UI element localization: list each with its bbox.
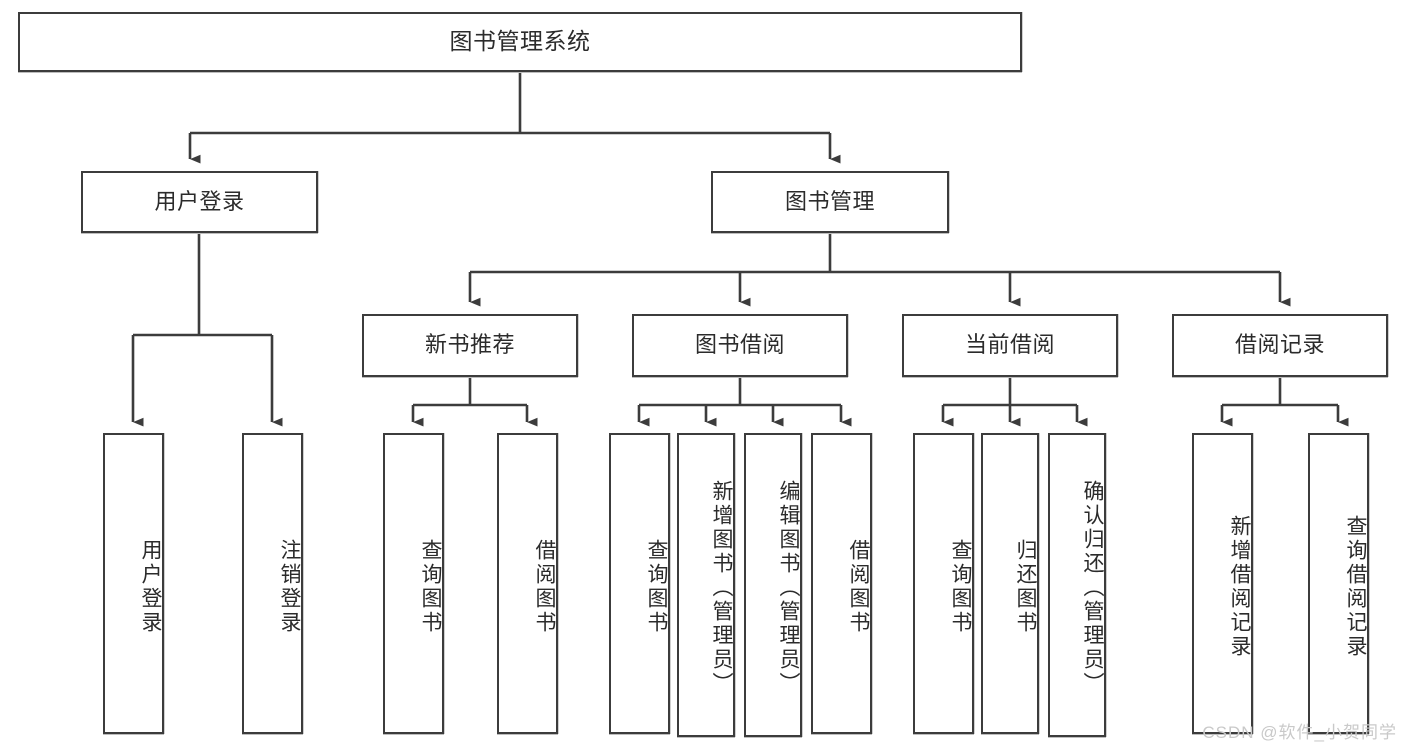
- node-label: 图书管理系统: [449, 28, 591, 55]
- node-root-system[interactable]: 图书管理系统: [18, 12, 1022, 72]
- node-label: 借阅图书: [847, 538, 870, 635]
- node-leaf-query-book-3[interactable]: 查询图书: [913, 433, 974, 734]
- node-label: 查询图书: [419, 538, 442, 635]
- node-label: 新增图书（管理员）: [710, 480, 733, 696]
- node-label: 图书借阅: [694, 332, 785, 358]
- node-leaf-user-logout[interactable]: 注销登录: [242, 433, 303, 734]
- node-leaf-return-book[interactable]: 归还图书: [981, 433, 1039, 734]
- node-book-manage[interactable]: 图书管理: [711, 171, 949, 233]
- node-book-borrow[interactable]: 图书借阅: [632, 314, 848, 377]
- node-leaf-confirm-return[interactable]: 确认归还（管理员）: [1048, 433, 1106, 737]
- node-label: 注销登录: [278, 538, 301, 635]
- node-label: 借阅记录: [1234, 332, 1325, 358]
- node-current-borrow[interactable]: 当前借阅: [902, 314, 1118, 377]
- node-new-book-recommend[interactable]: 新书推荐: [362, 314, 578, 377]
- node-leaf-add-book[interactable]: 新增图书（管理员）: [677, 433, 735, 737]
- node-leaf-borrow-book-2[interactable]: 借阅图书: [811, 433, 872, 734]
- node-label: 新增借阅记录: [1228, 514, 1251, 659]
- node-label: 用户登录: [154, 188, 245, 214]
- node-leaf-user-login[interactable]: 用户登录: [103, 433, 164, 734]
- node-leaf-query-record[interactable]: 查询借阅记录: [1308, 433, 1369, 734]
- node-label: 归还图书: [1014, 538, 1037, 635]
- node-leaf-borrow-book-1[interactable]: 借阅图书: [497, 433, 558, 734]
- node-leaf-query-book-2[interactable]: 查询图书: [609, 433, 670, 734]
- node-label: 用户登录: [139, 538, 162, 635]
- node-label: 确认归还（管理员）: [1081, 480, 1104, 696]
- node-leaf-edit-book[interactable]: 编辑图书（管理员）: [744, 433, 802, 737]
- watermark: CSDN @软件_小贺同学: [1202, 723, 1397, 742]
- node-borrow-record[interactable]: 借阅记录: [1172, 314, 1388, 377]
- node-label: 新书推荐: [424, 332, 515, 358]
- node-label: 查询图书: [645, 538, 668, 635]
- node-label: 借阅图书: [533, 538, 556, 635]
- node-leaf-query-book-1[interactable]: 查询图书: [383, 433, 444, 734]
- node-user-login[interactable]: 用户登录: [81, 171, 318, 233]
- node-label: 当前借阅: [964, 332, 1055, 358]
- node-leaf-add-record[interactable]: 新增借阅记录: [1192, 433, 1253, 734]
- node-label: 查询图书: [949, 538, 972, 635]
- node-label: 查询借阅记录: [1344, 514, 1367, 659]
- node-label: 图书管理: [784, 188, 875, 214]
- node-label: 编辑图书（管理员）: [777, 480, 800, 696]
